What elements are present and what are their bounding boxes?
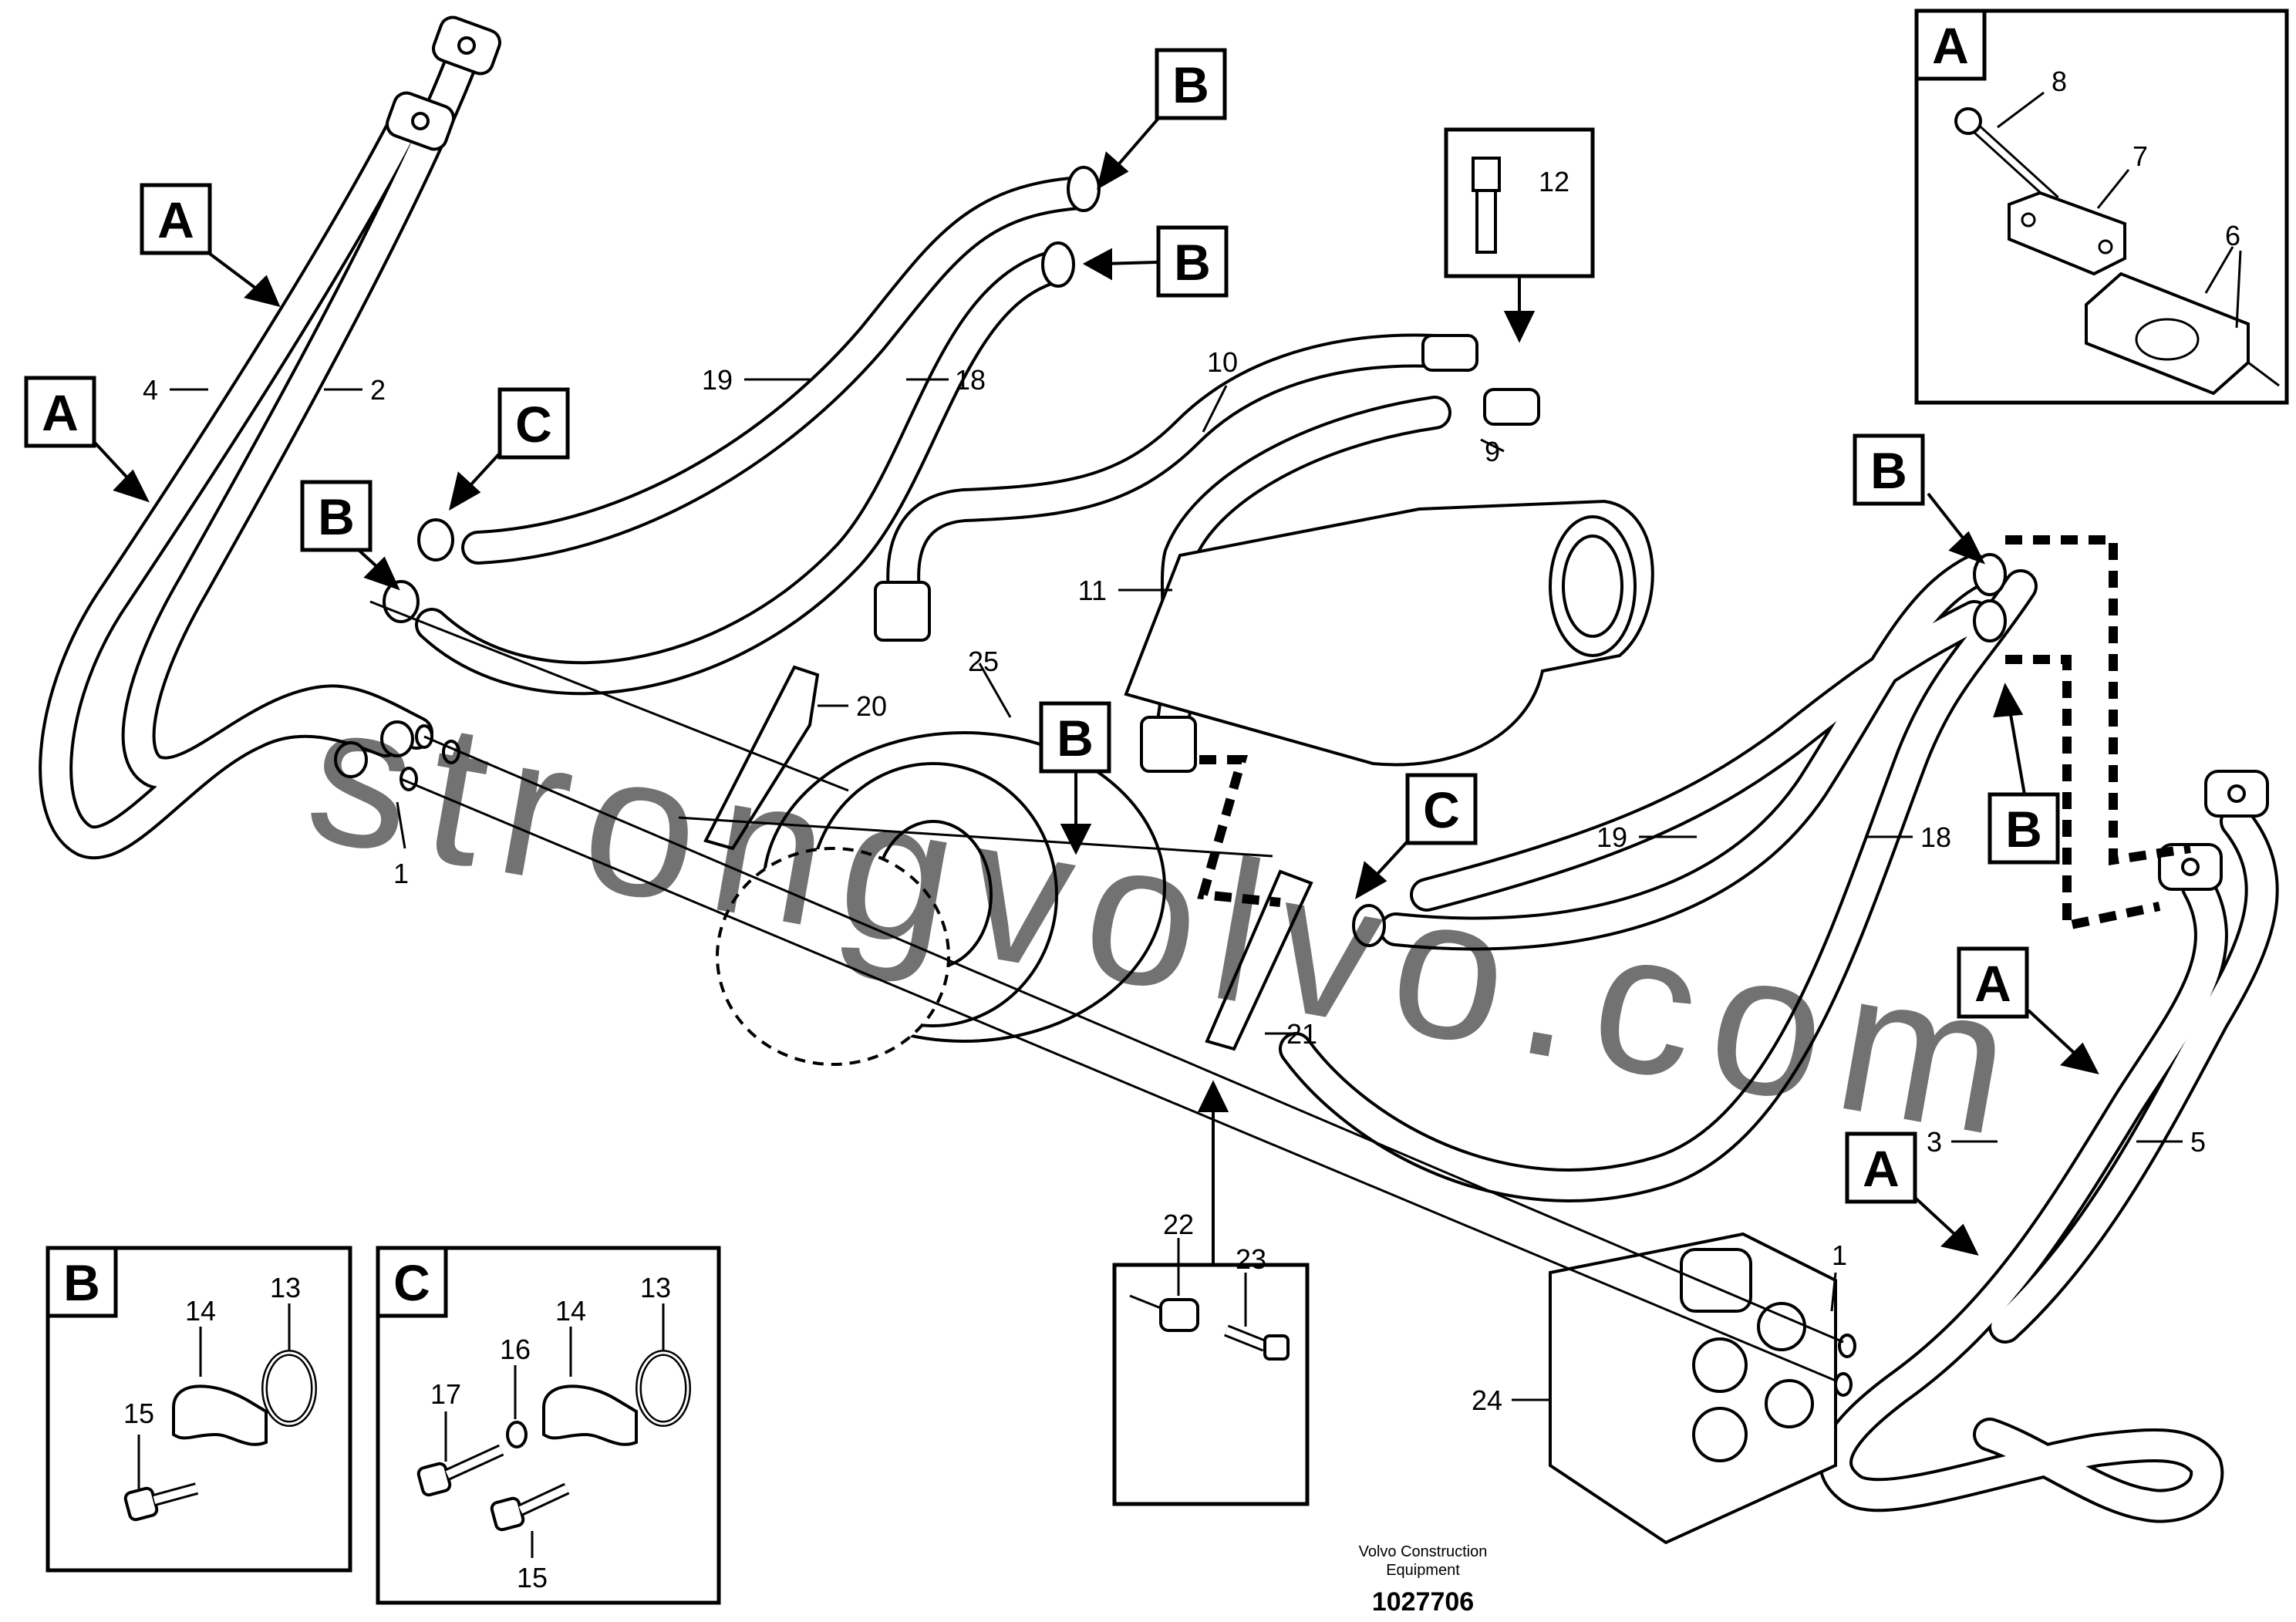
callout-a-3: A	[1957, 946, 2029, 1019]
part-25: 25	[968, 646, 999, 677]
svg-text:14: 14	[185, 1295, 216, 1327]
part-10: 10	[1207, 346, 1238, 378]
svg-text:6: 6	[2225, 220, 2240, 251]
callout-a-1: A	[140, 183, 212, 255]
svg-text:13: 13	[640, 1272, 671, 1303]
part-labels: 4 2 19 18 10 11 9 20 25 1 21 19 18 3 5 1…	[143, 346, 2206, 1416]
svg-text:15: 15	[123, 1398, 154, 1429]
bracket-20	[703, 665, 820, 851]
flange-pipe-10-top	[1421, 334, 1478, 372]
part-3: 3	[1927, 1126, 1942, 1158]
callout-arrows	[83, 114, 2099, 1265]
svg-text:C: C	[393, 1254, 430, 1311]
bracket-21	[1205, 869, 1313, 1051]
svg-text:7: 7	[2132, 140, 2148, 172]
svg-text:C: C	[515, 396, 552, 453]
svg-text:8: 8	[2052, 66, 2067, 97]
svg-text:B: B	[1870, 442, 1907, 499]
callout-b-4: B	[1039, 701, 1111, 774]
svg-text:12: 12	[1539, 166, 1569, 197]
svg-text:B: B	[1174, 234, 1211, 291]
svg-text:14: 14	[555, 1295, 586, 1327]
svg-text:A: A	[42, 384, 79, 441]
doc-number: 1027706	[1372, 1587, 1474, 1617]
part-19-upper: 19	[702, 364, 733, 396]
callout-b-6: B	[1988, 792, 2060, 865]
part-20: 20	[856, 690, 887, 722]
callout-a-2: A	[24, 376, 96, 448]
svg-text:A: A	[1863, 1140, 1900, 1197]
svg-text:Equipment: Equipment	[1386, 1562, 1460, 1579]
svg-text:A: A	[157, 191, 194, 248]
callout-b-2: B	[1156, 225, 1229, 298]
svg-text:A: A	[1974, 955, 2011, 1012]
svg-text:B: B	[1172, 56, 1209, 113]
flange-pipe-11-top	[1483, 388, 1540, 426]
svg-text:B: B	[2005, 801, 2042, 858]
callout-c-1: C	[497, 387, 570, 460]
svg-text:Volvo Construction: Volvo Construction	[1359, 1543, 1488, 1560]
part-11: 11	[1078, 575, 1107, 606]
svg-text:B: B	[63, 1254, 100, 1311]
part-9: 9	[1485, 436, 1500, 467]
detail-box-a: A 8 7 6	[1914, 8, 2289, 405]
components	[703, 499, 1837, 1545]
part-1-right: 1	[1832, 1239, 1847, 1271]
dashed-connector-3	[2005, 655, 2161, 932]
part-4: 4	[143, 374, 158, 406]
detail-box-c: C 13 14 16 17 15	[376, 1246, 721, 1605]
part-21: 21	[1286, 1018, 1317, 1050]
detail-box-b: B 14 13 15	[46, 1246, 352, 1573]
part-18-upper: 18	[955, 364, 986, 396]
callout-b-5: B	[1853, 433, 1925, 506]
svg-text:23: 23	[1236, 1243, 1266, 1275]
caption: Volvo Construction Equipment 1027706	[1359, 1543, 1488, 1617]
part-5: 5	[2190, 1126, 2206, 1158]
reference-lines	[170, 180, 2191, 1401]
part-24: 24	[1472, 1384, 1502, 1416]
svg-text:22: 22	[1163, 1209, 1194, 1240]
part-2: 2	[370, 374, 386, 406]
svg-text:A: A	[1932, 17, 1969, 74]
svg-text:17: 17	[430, 1378, 461, 1410]
svg-text:B: B	[1057, 710, 1094, 767]
svg-text:C: C	[1423, 781, 1460, 838]
part-18-right: 18	[1920, 821, 1951, 853]
callout-b-1: B	[1155, 48, 1227, 120]
part-1-left: 1	[393, 858, 409, 889]
part-19-right: 19	[1596, 821, 1627, 853]
callout-boxes: A A B B C B B C	[24, 48, 2060, 1204]
detail-bolt-22-23: 22 23	[1112, 1209, 1310, 1506]
flange-pipe-10	[874, 581, 931, 642]
cylinder	[1124, 499, 1654, 767]
svg-text:15: 15	[517, 1562, 548, 1593]
fittings	[334, 15, 2269, 1397]
callout-a-4: A	[1845, 1131, 1917, 1204]
svg-text:16: 16	[500, 1334, 531, 1365]
svg-text:13: 13	[270, 1272, 301, 1303]
callout-c-2: C	[1405, 773, 1478, 845]
dashed-connector-1	[1197, 755, 1281, 907]
detail-bolt-12: 12	[1444, 127, 1595, 278]
callout-b-3: B	[300, 480, 373, 552]
flange-pipe-11	[1140, 716, 1197, 773]
svg-text:B: B	[318, 488, 355, 545]
